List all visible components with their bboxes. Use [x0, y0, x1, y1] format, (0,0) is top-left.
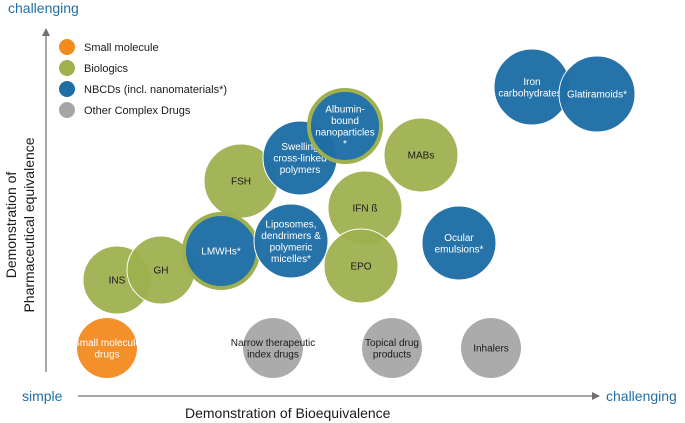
bubble-small-molecule-drugs-circle [77, 318, 137, 378]
bubble-ocular-label: emulsions* [435, 244, 484, 255]
bubble-mabs: MABs [383, 117, 459, 193]
bubble-glatiramoids: Glatiramoids* [558, 55, 636, 133]
bubble-albumin-label: Albumin- [325, 104, 364, 115]
bubble-small-molecule-drugs-label: drugs [94, 349, 119, 360]
bubble-lmwhs-label: LMWHs* [201, 247, 241, 258]
legend-swatch-nbcd [59, 81, 75, 97]
legend-swatch-small [59, 39, 75, 55]
bubble-liposomes-label: micelles* [271, 254, 311, 265]
bubble-epo: EPO [323, 228, 399, 304]
bubble-inhalers-circle [461, 318, 521, 378]
bubble-swelling-label: Swelling [281, 142, 318, 153]
bubble-swelling-label: polymers [280, 165, 321, 176]
bubble-narrow-therapeutic-label: Narrow therapeutic [231, 338, 315, 349]
bubble-swelling-label: cross-linked [273, 154, 326, 165]
bubble-glatiramoids-label: Glatiramoids* [567, 90, 627, 101]
legend: Small molecule Biologics NBCDs (incl. na… [59, 39, 227, 118]
bubble-small-molecule-drugs-label: Small molecule [73, 338, 141, 349]
bubble-narrow-therapeutic-circle [243, 318, 303, 378]
legend-label-nbcd: NBCDs (incl. nanomaterials*) [84, 84, 227, 96]
bubble-fsh-label: FSH [231, 177, 251, 188]
x-axis-right-label: challenging [606, 388, 677, 404]
legend-label-other: Other Complex Drugs [84, 105, 191, 117]
bubble-mabs-label: MABs [408, 151, 435, 162]
bubble-gh-label: GH [154, 266, 169, 277]
bubble-inhalers: Inhalers [461, 318, 521, 378]
legend-label-bio: Biologics [84, 63, 129, 75]
legend-label-small: Small molecule [84, 42, 159, 54]
bubble-glatiramoids-circle [558, 55, 636, 133]
bubble-liposomes-label: Liposomes, [265, 219, 316, 230]
bubble-albumin-label: * [343, 139, 347, 150]
bubble-ins-label: INS [109, 276, 126, 287]
y-axis-title: Demonstration of Pharmaceutical equivale… [3, 137, 37, 312]
bubble-topical-label: Topical drug [365, 338, 419, 349]
bubble-inhalers-label: Inhalers [473, 344, 509, 355]
bubble-albumin-circle [307, 88, 383, 164]
bubble-epo-label: EPO [350, 262, 371, 273]
bubble-liposomes-label: polymeric [270, 242, 313, 253]
bubble-narrow-therapeutic-label: index drugs [247, 349, 299, 360]
y-axis-top-label: challenging [8, 0, 79, 16]
bubble-albumin-label: bound [331, 116, 359, 127]
legend-swatch-bio [59, 60, 75, 76]
bubble-topical-circle [362, 318, 422, 378]
bubble-liposomes-circle [253, 203, 329, 279]
bubble-iron-label: Iron [523, 77, 540, 88]
x-axis-title: Demonstration of Bioequivalence [185, 405, 391, 421]
bubble-liposomes-label: dendrimers & [261, 231, 321, 242]
bubble-lmwhs: LMWHs* [182, 212, 260, 290]
bubble-mabs-circle [383, 117, 459, 193]
y-axis-title-line1: Demonstration of [3, 172, 19, 279]
bubble-gh: GH [126, 235, 196, 305]
bubble-ifn-label: IFN ß [353, 204, 378, 215]
bubble-ocular-circle [421, 205, 497, 281]
bubble-topical-label: products [373, 349, 411, 360]
x-axis-left-label: simple [22, 388, 63, 404]
legend-swatch-other [59, 102, 75, 118]
bubble-iron-label: carbohydrates* [498, 88, 565, 99]
y-axis-title-line2: Pharmaceutical equivalence [21, 137, 37, 312]
bubble-albumin-label: nanoparticles [315, 127, 374, 138]
bubble-epo-circle [323, 228, 399, 304]
bubble-ocular-label: Ocular [444, 233, 474, 244]
